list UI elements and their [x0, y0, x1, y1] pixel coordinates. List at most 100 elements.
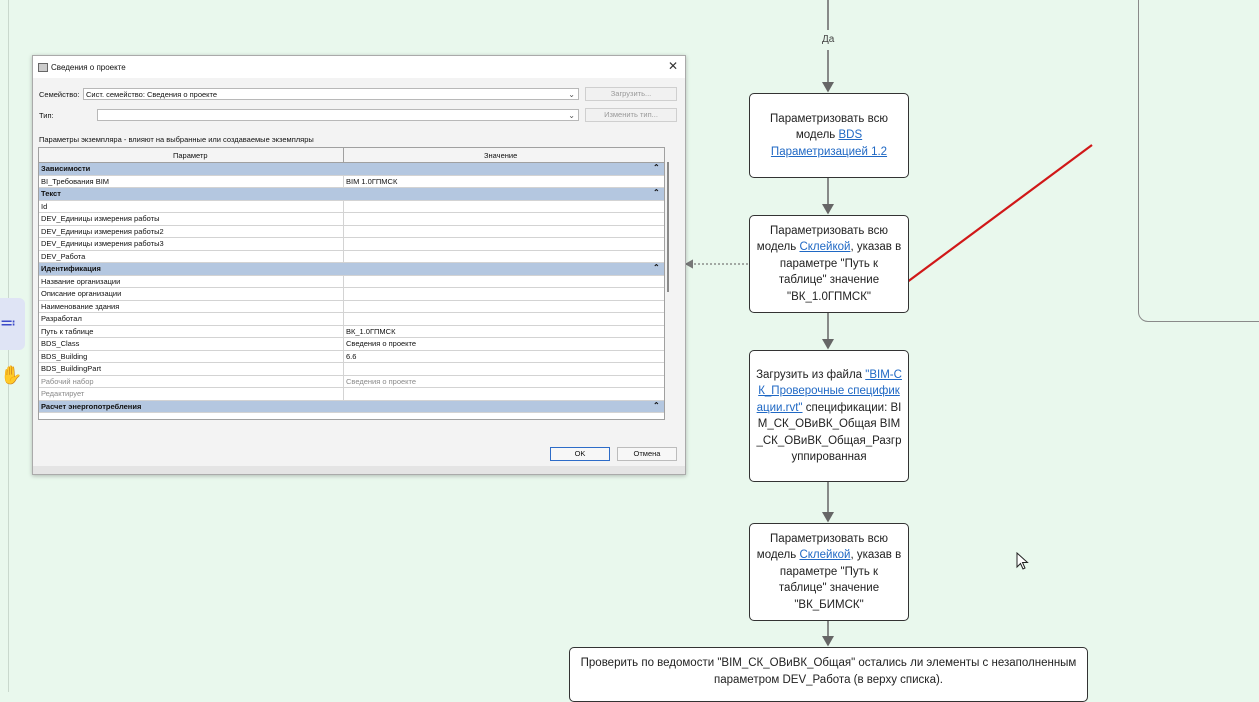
grid-row[interactable]: Разработал: [39, 313, 664, 326]
grid-row[interactable]: Путь к таблице ВК_1.0ГПМСК: [39, 325, 664, 338]
grid-row[interactable]: BDS_Class Сведения о проекте: [39, 338, 664, 351]
flow-node-parametrize-glue[interactable]: Параметризовать всю модель Склейкой, ука…: [749, 215, 909, 313]
collapse-icon[interactable]: ⌃: [653, 263, 660, 272]
grid-row[interactable]: Редактирует: [39, 388, 664, 401]
type-select[interactable]: ⌄: [97, 109, 579, 121]
bds-link[interactable]: BDS Параметризацией 1.2: [770, 129, 888, 158]
column-separator: [343, 225, 344, 238]
grid-group-row[interactable]: Зависимости⌃: [39, 163, 664, 176]
parameter-value[interactable]: BIM 1.0ГПМСК: [346, 176, 398, 186]
column-separator: [343, 325, 344, 338]
parameter-name: BI_Требования BIM: [41, 176, 110, 186]
grid-row[interactable]: Рабочий набор Сведения о проекте: [39, 375, 664, 388]
collapse-icon[interactable]: ⌃: [653, 188, 660, 197]
edit-type-button[interactable]: Изменить тип...: [585, 108, 677, 122]
flow-node-text: Параметризовать всю модель Склейкой, ука…: [756, 223, 902, 306]
parameter-name: DEV_Единицы измерения работы: [41, 214, 160, 223]
right-container-frame: [1138, 0, 1259, 322]
parameter-value[interactable]: Сведения о проекте: [346, 376, 417, 386]
node-text-pre: Параметризовать всю модель: [756, 532, 888, 562]
parameter-name: Идентификация: [41, 264, 101, 273]
grid-row[interactable]: BI_Требования BIM BIM 1.0ГПМСК: [39, 175, 664, 188]
grid-row[interactable]: DEV_Работа: [39, 250, 664, 263]
grid-row[interactable]: Название организации: [39, 275, 664, 288]
dialog-titlebar: Сведения о проекте ✕: [33, 56, 685, 78]
project-info-dialog: Сведения о проекте ✕ Семейство: Сист. се…: [32, 55, 686, 475]
background-app-strip: [33, 466, 685, 474]
node-text-pre: Загрузить из файла: [756, 368, 866, 381]
grid-header: Параметр Значение: [39, 148, 664, 163]
node-text-post: спецификации: BIM_СК_ОВиВК_Общая BIM_СК_…: [756, 401, 902, 464]
parameter-name: BDS_BuildingPart: [41, 364, 102, 373]
load-button[interactable]: Загрузить...: [585, 87, 677, 101]
column-header-parameter: Параметр: [173, 151, 208, 160]
parameter-name: Наименование здания: [41, 301, 120, 311]
collapse-icon[interactable]: ⌃: [653, 163, 660, 172]
grid-row[interactable]: DEV_Единицы измерения работы2: [39, 225, 664, 238]
flow-node-parametrize-bimsk[interactable]: Параметризовать всю модель Склейкой, ука…: [749, 523, 909, 621]
column-separator: [343, 238, 344, 251]
column-separator: [343, 213, 344, 226]
parameter-name: Путь к таблице: [41, 326, 94, 336]
collapse-icon[interactable]: ⌃: [653, 400, 660, 410]
parameter-name: BDS_Building: [41, 351, 88, 361]
parameter-name: Описание организации: [41, 289, 122, 298]
parameter-name: BDS_Class: [41, 339, 80, 348]
parameter-name: Id: [41, 201, 48, 211]
window-icon: [38, 63, 48, 72]
grid-row[interactable]: BDS_BuildingPart: [39, 363, 664, 376]
grid-group-row[interactable]: Текст ⌃: [39, 188, 664, 201]
column-separator: [343, 313, 344, 326]
tool-panel: [0, 298, 25, 350]
parameter-value[interactable]: Сведения о проекте: [346, 339, 417, 348]
parameter-name: Редактирует: [41, 389, 85, 398]
column-separator: [343, 275, 344, 288]
cancel-button[interactable]: Отмена: [617, 447, 677, 461]
column-separator: [343, 288, 344, 301]
column-separator: [343, 175, 344, 188]
flow-node-parametrize-bds[interactable]: Параметризовать всю модель BDS Параметри…: [749, 93, 909, 178]
edge-yes-label: Да: [822, 34, 835, 45]
grid-row[interactable]: DEV_Единицы измерения работы: [39, 213, 664, 226]
grid-scrollbar[interactable]: [665, 162, 671, 418]
chevron-down-icon: ⌄: [568, 111, 575, 120]
column-separator: [343, 338, 344, 351]
column-separator: [343, 200, 344, 213]
grid-group-row[interactable]: Расчет энергопотребления⌃: [39, 400, 664, 413]
scrollbar-thumb[interactable]: [667, 162, 669, 292]
parameter-name: DEV_Единицы измерения работы3: [41, 239, 164, 248]
ok-button[interactable]: OK: [550, 447, 610, 461]
close-icon[interactable]: ✕: [668, 59, 679, 73]
glue-link[interactable]: Склейкой: [799, 549, 851, 562]
parameter-name: DEV_Единицы измерения работы2: [41, 226, 164, 236]
parameter-value[interactable]: 6.6: [346, 351, 357, 361]
node-text-pre: Параметризовать всю модель: [770, 112, 888, 142]
column-header-value: Значение: [484, 151, 518, 160]
column-separator: [343, 388, 344, 401]
parameter-name: Текст: [41, 189, 61, 198]
node-text-post: , указав в параметре "Путь к таблице" зн…: [778, 241, 902, 303]
family-select-value: Сист. семейство: Сведения о проекте: [86, 90, 218, 99]
parameter-name: Рабочий набор: [41, 376, 94, 386]
grid-row[interactable]: DEV_Единицы измерения работы3: [39, 238, 664, 251]
flow-node-check-schedule[interactable]: Проверить по ведомости "BIM_СК_ОВиВК_Общ…: [569, 647, 1088, 702]
chevron-down-icon: ⌄: [568, 90, 575, 99]
flow-node-text: Загрузить из файла "BIM-СК_Проверочные с…: [756, 367, 902, 466]
flow-node-text: Проверить по ведомости "BIM_СК_ОВиВК_Общ…: [580, 657, 1077, 686]
grid-row[interactable]: Id: [39, 200, 664, 213]
family-label: Семейство:: [39, 90, 80, 99]
flow-node-load-specs[interactable]: Загрузить из файла "BIM-СК_Проверочные с…: [749, 350, 909, 482]
column-separator: [343, 250, 344, 263]
family-select[interactable]: Сист. семейство: Сведения о проекте ⌄: [83, 88, 579, 100]
grid-row[interactable]: BDS_Building 6.6: [39, 350, 664, 363]
grid-row[interactable]: Описание организации: [39, 288, 664, 301]
parameter-value[interactable]: ВК_1.0ГПМСК: [346, 326, 396, 336]
grid-group-row[interactable]: Идентификация ⌃: [39, 263, 664, 276]
grid-row[interactable]: Наименование здания: [39, 300, 664, 313]
column-separator: [343, 350, 344, 363]
glue-link[interactable]: Склейкой: [799, 241, 851, 254]
rvt-file-link[interactable]: "BIM-СК_Проверочные спецификации.rvt": [756, 368, 902, 414]
instance-params-note: Параметры экземпляра - влияют на выбранн…: [39, 135, 314, 144]
draw-tool-icon[interactable]: ≕: [0, 315, 16, 332]
